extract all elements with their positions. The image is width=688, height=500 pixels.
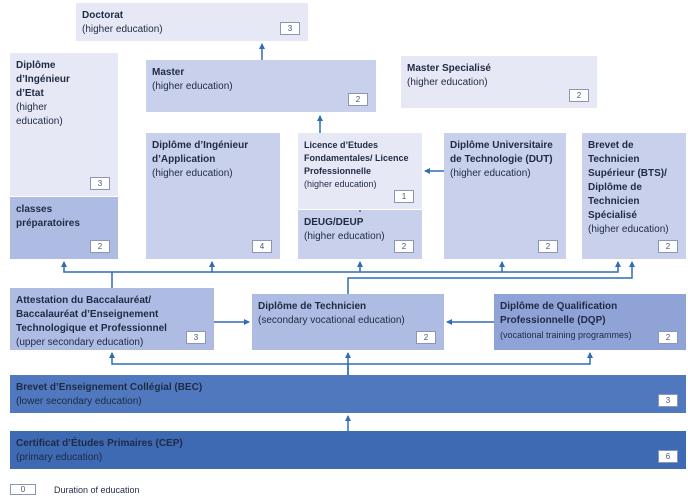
bac-title: Attestation du Baccalauréat/ Baccalauréa… <box>16 295 167 334</box>
master-title: Master <box>152 67 185 78</box>
dut-sub: (higher education) <box>450 168 531 179</box>
doctorat-title: Doctorat <box>82 10 124 21</box>
master-duration: 2 <box>348 93 368 106</box>
ingenieur-etat-title: Diplôme d’Ingénieur d’Etat <box>16 60 70 99</box>
legend-label: Duration of education <box>54 485 140 495</box>
box-baccalaureat: Attestation du Baccalauréat/ Baccalauréa… <box>10 288 214 350</box>
dut-duration: 2 <box>538 240 558 253</box>
box-master-specialise: Master Specialisé (higher education) 2 <box>401 56 597 108</box>
box-cep: Certificat d’Études Primaires (CEP) (prim… <box>10 431 686 469</box>
bac-sub: (upper secondary education) <box>16 337 144 348</box>
master-sub: (higher education) <box>152 81 233 92</box>
box-licence: Licence d’Etudes Fondamentales/ Licence … <box>298 133 422 209</box>
licence-title: Licence d’Etudes Fondamentales/ Licence … <box>304 140 409 176</box>
legend-sample-box: 0 <box>10 484 36 495</box>
ingenieur-application-sub: (higher education) <box>152 168 233 179</box>
master-specialise-sub: (higher education) <box>407 77 488 88</box>
arrow-bac-classes-prep <box>61 261 113 288</box>
arrow-bac-bts <box>502 261 621 273</box>
bec-title: Brevet d’Enseignement Collégial (BEC) <box>16 382 203 393</box>
technicien-title: Diplôme de Technicien <box>258 301 367 312</box>
ingenieur-etat-duration: 3 <box>90 177 110 190</box>
ingenieur-application-duration: 4 <box>252 240 272 253</box>
arrow-bac-ingenieur-application <box>112 261 215 273</box>
master-specialise-title: Master Specialisé <box>407 63 491 74</box>
dqp-duration: 2 <box>658 331 678 344</box>
technicien-duration: 2 <box>416 331 436 344</box>
arrow-bac-dut <box>360 261 505 273</box>
box-doctorat: Doctorat (higher education) 3 <box>76 3 308 41</box>
doctorat-sub: (higher education) <box>82 24 163 35</box>
arrow-bec-bac <box>109 352 349 375</box>
arrow-bec-dqp <box>348 352 593 365</box>
box-master: Master (higher education) 2 <box>146 60 376 112</box>
master-specialise-duration: 2 <box>569 89 589 102</box>
bts-duration: 2 <box>658 240 678 253</box>
bts-title: Brevet de Technicien Supérieur (BTS)/ Di… <box>588 140 667 221</box>
box-bec: Brevet d’Enseignement Collégial (BEC) (lo… <box>10 375 686 413</box>
licence-duration: 1 <box>394 190 414 203</box>
classes-prep-title: classes préparatoires <box>16 204 80 229</box>
box-ingenieur-application: Diplôme d’Ingénieur d’Application (higher… <box>146 133 280 259</box>
bec-duration: 3 <box>658 394 678 407</box>
box-dqp: Diplôme de Qualification Professionnelle… <box>494 294 686 350</box>
box-deug: DEUG/DEUP (higher education) 2 <box>298 210 422 259</box>
box-classes-preparatoires: classes préparatoires 2 <box>10 197 118 259</box>
bec-sub: (lower secondary education) <box>16 396 142 407</box>
classes-prep-duration: 2 <box>90 240 110 253</box>
arrow-bac-deug <box>212 261 363 273</box>
box-bts: Brevet de Technicien Supérieur (BTS)/ Di… <box>582 133 686 259</box>
cep-title: Certificat d’Études Primaires (CEP) <box>16 438 183 449</box>
bts-sub: (higher education) <box>588 224 669 235</box>
deug-sub: (higher education) <box>304 231 385 242</box>
ingenieur-etat-sub: (higher education) <box>16 102 63 127</box>
arrow-technicien-bts <box>347 261 635 294</box>
dashed-divider <box>10 196 118 197</box>
deug-duration: 2 <box>394 240 414 253</box>
box-dut: Diplôme Universitaire de Technologie (DU… <box>444 133 566 259</box>
box-technicien: Diplôme de Technicien (secondary vocation… <box>252 294 444 350</box>
technicien-sub: (secondary vocational education) <box>258 315 405 326</box>
bac-duration: 3 <box>186 331 206 344</box>
ingenieur-application-title: Diplôme d’Ingénieur d’Application <box>152 140 249 165</box>
dqp-sub: (vocational training programmes) <box>500 330 632 340</box>
dut-title: Diplôme Universitaire de Technologie (DU… <box>450 140 553 165</box>
dqp-title: Diplôme de Qualification Professionnelle… <box>500 301 618 326</box>
deug-title: DEUG/DEUP <box>304 217 364 228</box>
cep-duration: 6 <box>658 450 678 463</box>
licence-sub: (higher education) <box>304 179 377 189</box>
doctorat-duration: 3 <box>280 22 300 35</box>
cep-sub: (primary education) <box>16 452 103 463</box>
box-ingenieur-etat: Diplôme d’Ingénieur d’Etat (higher educat… <box>10 53 118 196</box>
